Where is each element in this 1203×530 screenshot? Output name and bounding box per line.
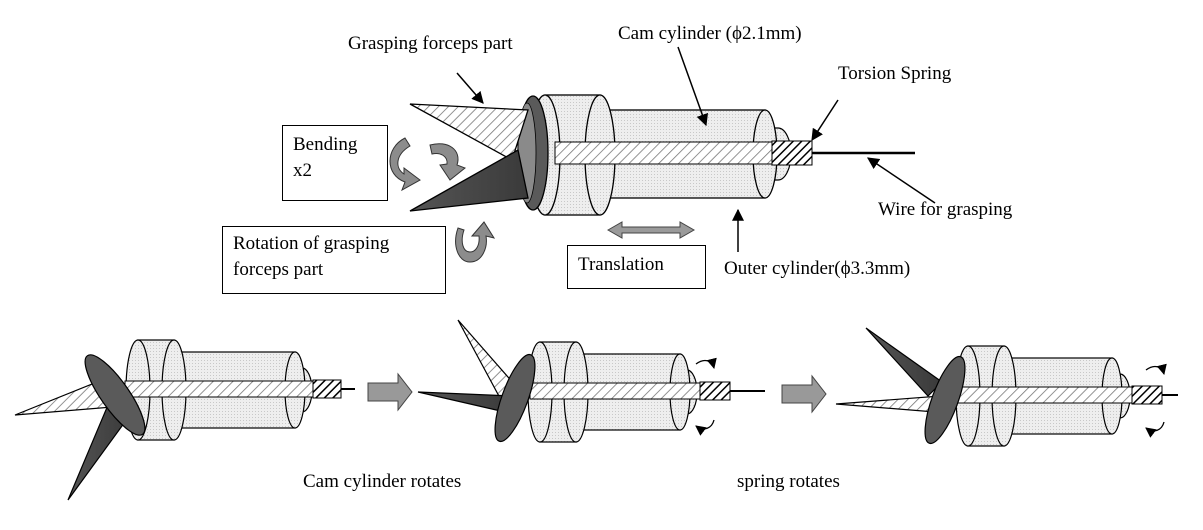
label-grasping-forceps-part: Grasping forceps part [348, 33, 513, 54]
stage-1-assembly [14, 339, 355, 501]
stage-3-assembly [835, 327, 1178, 447]
translation-box-label: Translation [578, 254, 664, 275]
rotation-box: Rotation of grasping forceps part [222, 226, 446, 294]
rotation-box-line2: forceps part [233, 259, 324, 280]
callout-lines [456, 46, 936, 252]
translation-box: Translation [567, 245, 706, 289]
label-wire-for-grasping: Wire for grasping [878, 199, 1013, 220]
step-arrow-2-icon [781, 374, 827, 414]
label-outer-cylinder: Outer cylinder(ϕ3.3mm) [724, 258, 911, 279]
bending-box-line2: x2 [293, 160, 312, 181]
upper-jaw [409, 103, 529, 161]
label-torsion-spring: Torsion Spring [838, 63, 952, 84]
bending-box-line1: Bending [293, 134, 358, 155]
bending-arrows-icon [389, 137, 466, 192]
bending-box: Bending x2 [282, 125, 388, 201]
label-cam-cylinder-rotates: Cam cylinder rotates [303, 471, 462, 492]
stage-2-assembly [417, 319, 765, 443]
label-spring-rotates: spring rotates [737, 471, 840, 492]
step-arrow-1-icon [367, 372, 413, 412]
translation-arrow-icon [606, 221, 696, 239]
torsion-spring [771, 140, 813, 166]
rotation-box-line1: Rotation of grasping [233, 233, 390, 254]
lower-jaw [409, 148, 529, 212]
rotation-arrows-icon [455, 221, 496, 263]
label-cam-cylinder: Cam cylinder (ϕ2.1mm) [618, 23, 802, 44]
main-assembly [409, 94, 915, 216]
